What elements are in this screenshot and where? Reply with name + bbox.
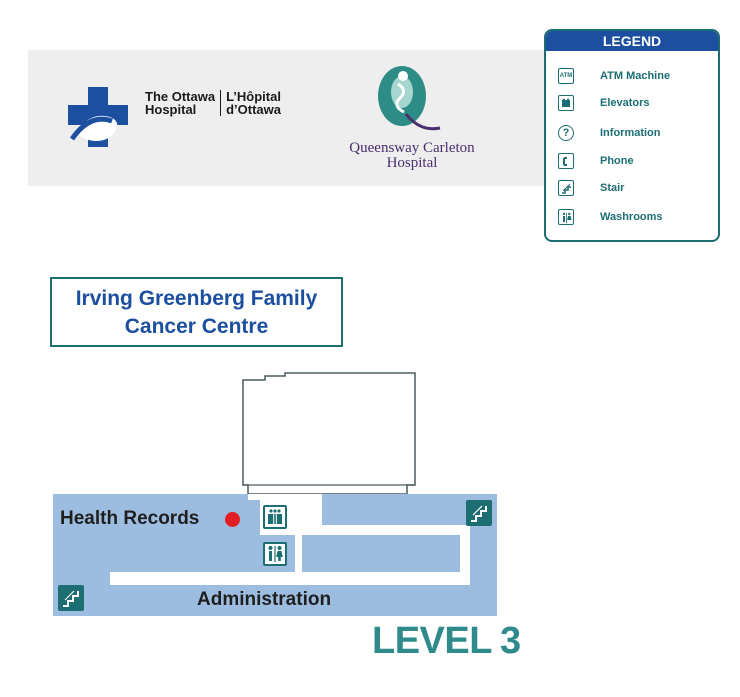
legend-label-atm: ATM Machine: [600, 70, 671, 82]
phone-icon: [558, 153, 574, 169]
legend-box: LEGEND ATM ATM Machine Elevators ? Infor…: [544, 29, 720, 242]
queensway-carleton-name: Queensway Carleton Hospital: [326, 141, 498, 171]
ottawa-en-line1: The Ottawa: [145, 89, 216, 104]
legend-item-atm: ATM ATM Machine: [558, 66, 670, 86]
legend-item-washrooms: Washrooms: [558, 207, 663, 227]
legend-label-elevators: Elevators: [600, 97, 650, 109]
stair-icon: [58, 585, 84, 611]
elevator-icon: [263, 505, 287, 529]
level-word: LEVEL: [372, 620, 492, 662]
ottawa-fr-line2: d’Ottawa: [226, 102, 281, 117]
stair-icon: [466, 500, 492, 526]
atm-icon: ATM: [558, 68, 574, 84]
administration-label: Administration: [197, 589, 332, 610]
legend-item-information: ? Information: [558, 123, 661, 143]
legend-label-phone: Phone: [600, 155, 634, 167]
central-white-corridor: [110, 494, 470, 585]
ottawa-hospital-logo: [68, 87, 128, 147]
stair-icon: [558, 180, 574, 196]
inner-room-block: [304, 536, 460, 572]
legend-item-phone: Phone: [558, 151, 634, 171]
level-number: 3: [499, 620, 521, 662]
health-records-label: Health Records: [60, 508, 200, 529]
information-icon: ?: [558, 125, 574, 141]
building-title-line1: Irving Greenberg Family: [75, 287, 318, 310]
building-title: Irving Greenberg Family Cancer Centre: [50, 277, 343, 347]
legend-label-stair: Stair: [600, 182, 625, 194]
queensway-carleton-logo: [378, 66, 441, 131]
legend-item-stair: Stair: [558, 178, 624, 198]
upper-building-outline: [242, 372, 416, 495]
washroom-icon: [263, 542, 287, 566]
qch-line1: Queensway Carleton: [349, 140, 475, 156]
legend-title: LEGEND: [546, 31, 718, 51]
elevator-icon: [558, 95, 574, 111]
legend-label-information: Information: [600, 127, 661, 139]
washroom-icon: [558, 209, 574, 225]
building-title-line2: Cancer Centre: [124, 315, 269, 338]
ottawa-hospital-name: The Ottawa Hospital L’Hôpital d’Ottawa: [145, 90, 281, 116]
legend-item-elevators: Elevators: [558, 93, 650, 113]
ottawa-fr-line1: L’Hôpital: [226, 89, 281, 104]
you-are-here-marker: [225, 512, 240, 527]
ottawa-en-line2: Hospital: [145, 102, 197, 117]
qch-line2: Hospital: [386, 155, 438, 171]
legend-label-washrooms: Washrooms: [600, 211, 663, 223]
